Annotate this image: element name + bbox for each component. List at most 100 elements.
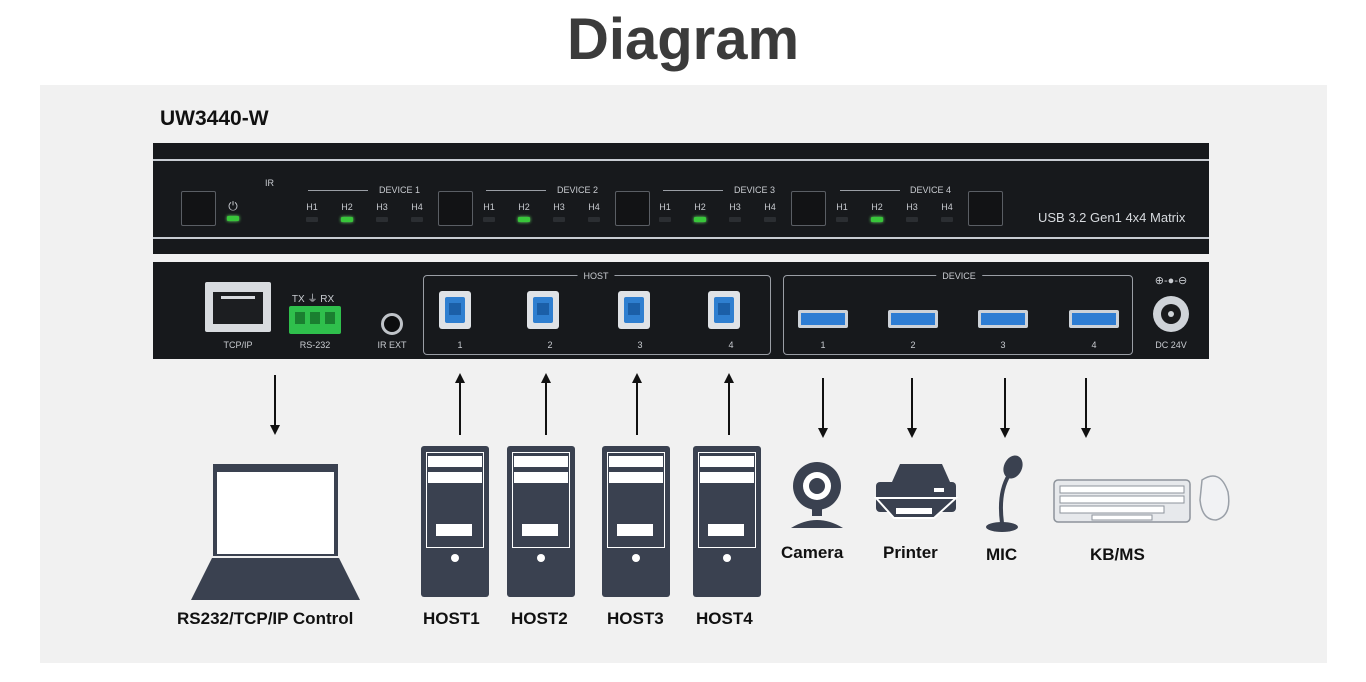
device-3-h1: H1 (659, 202, 671, 212)
host2-caption: HOST2 (511, 609, 568, 628)
device-1-h1: H1 (306, 202, 318, 212)
host2-pc-icon (507, 446, 575, 597)
device-4-select-button[interactable] (968, 191, 1003, 226)
host3-caption: HOST3 (607, 609, 664, 628)
host-usb-b-port-3[interactable] (618, 291, 650, 329)
irext-label: IR EXT (377, 340, 407, 350)
host4-caption: HOST4 (696, 609, 753, 628)
device-group-2-label: DEVICE 2 (557, 185, 599, 195)
device-3-led-h3 (729, 217, 741, 222)
device-2-led-h1 (483, 217, 495, 222)
laptop-icon (191, 464, 360, 600)
host-port-num: 2 (547, 340, 553, 350)
device-3-h2: H2 (694, 202, 706, 212)
ir-label: IR (265, 178, 274, 188)
kbms-caption: KB/MS (1090, 545, 1145, 564)
device-2-h4: H4 (588, 202, 600, 212)
power-led (227, 216, 239, 221)
device-2-select-button[interactable] (615, 191, 650, 226)
device-2-led-h3 (553, 217, 565, 222)
front-bottom-strip (153, 237, 1209, 239)
host-port-num: 4 (728, 340, 734, 350)
polarity-icon: ⊕-●-⊖ (1154, 275, 1188, 287)
device-usb-a-port-4[interactable] (1069, 310, 1119, 328)
device-2-h3: H3 (553, 202, 565, 212)
device-usb-a-port-1[interactable] (798, 310, 848, 328)
ir-window (181, 191, 216, 226)
device-3-h3: H3 (729, 202, 741, 212)
device-1-h2: H2 (341, 202, 353, 212)
rs232-label: RS-232 (299, 340, 331, 350)
device-4-led-h3 (906, 217, 918, 222)
ir-ext-jack[interactable] (381, 313, 403, 335)
product-name: USB 3.2 Gen1 4x4 Matrix (1038, 210, 1186, 225)
page-title: Diagram (566, 7, 800, 72)
host1-caption: HOST1 (423, 609, 480, 628)
device-4-led-h2 (871, 217, 883, 222)
host-port-num: 1 (457, 340, 463, 350)
host-usb-b-port-1[interactable] (439, 291, 471, 329)
device-1-select-button[interactable] (438, 191, 473, 226)
device-1-h3: H3 (376, 202, 388, 212)
host-usb-b-port-2[interactable] (527, 291, 559, 329)
device-4-h1: H1 (836, 202, 848, 212)
mic-caption: MIC (986, 545, 1018, 564)
rs232-pins-label: TX ⏚ RX (291, 294, 335, 305)
device-2-h2: H2 (518, 202, 530, 212)
dc-label: DC 24V (1155, 340, 1187, 350)
device-1-led-h1 (306, 217, 318, 222)
device-2-h1: H1 (483, 202, 495, 212)
device-4-led-h1 (836, 217, 848, 222)
device-group-3-label: DEVICE 3 (734, 185, 776, 195)
device-4-h2: H2 (871, 202, 883, 212)
device-4-h4: H4 (941, 202, 953, 212)
device-3-led-h2 (694, 217, 706, 222)
power-icon: ⏻ (228, 199, 238, 213)
device-3-led-h1 (659, 217, 671, 222)
front-panel: IR ⏻ DEVICE 1 H1 H2 H3 H4 DEVICE 2 H1 H2… (153, 143, 1209, 254)
host-usb-b-port-4[interactable] (708, 291, 740, 329)
model-label: UW3440-W (160, 107, 269, 130)
dc-power-jack[interactable] (1153, 296, 1189, 332)
device-usb-a-port-3[interactable] (978, 310, 1028, 328)
device-usb-a-port-2[interactable] (888, 310, 938, 328)
device-1-led-h4 (411, 217, 423, 222)
group-line (486, 190, 546, 191)
camera-icon (791, 462, 843, 528)
device-group-1-label: DEVICE 1 (379, 185, 421, 195)
device-port-num: 1 (820, 340, 826, 350)
camera-caption: Camera (781, 543, 844, 562)
device-2-led-h2 (518, 217, 530, 222)
device-1-led-h3 (376, 217, 388, 222)
rear-panel: TCP/IP TX ⏚ RX RS-232 IR EXT HOST 1 2 3 … (153, 262, 1209, 359)
device-4-h3: H3 (906, 202, 918, 212)
device-4-led-h4 (941, 217, 953, 222)
device-3-led-h4 (764, 217, 776, 222)
device-2-led-h4 (588, 217, 600, 222)
device-1-h4: H4 (411, 202, 423, 212)
device-3-select-button[interactable] (791, 191, 826, 226)
printer-caption: Printer (883, 543, 938, 562)
group-line (308, 190, 368, 191)
device-port-num: 3 (1000, 340, 1006, 350)
host1-pc-icon (421, 446, 489, 597)
device-port-num: 4 (1091, 340, 1097, 350)
tcpip-label: TCP/IP (223, 340, 253, 350)
keyboard-mouse-icon (1053, 475, 1230, 523)
group-line (840, 190, 900, 191)
host4-pc-icon (693, 446, 761, 597)
front-top-strip (153, 159, 1209, 161)
host-port-num: 3 (637, 340, 643, 350)
printer-icon (873, 464, 959, 519)
host-label: HOST (577, 271, 615, 281)
device-group-4-label: DEVICE 4 (910, 185, 952, 195)
microphone-icon (986, 455, 1023, 532)
rs232-terminal[interactable] (289, 306, 341, 334)
control-caption: RS232/TCP/IP Control (177, 609, 354, 628)
device-1-led-h2 (341, 217, 353, 222)
device-port-num: 2 (910, 340, 916, 350)
device-label: DEVICE (936, 271, 982, 281)
rj45-port[interactable] (205, 282, 271, 332)
host3-pc-icon (602, 446, 670, 597)
